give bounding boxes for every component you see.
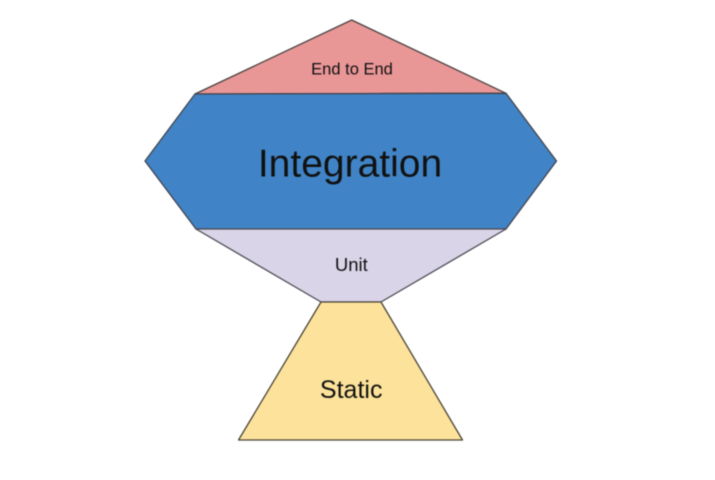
svg-text:Integration: Integration [258, 142, 442, 185]
svg-text:Unit: Unit [335, 254, 368, 275]
svg-text:End to End: End to End [311, 61, 393, 79]
svg-text:Static: Static [320, 376, 383, 404]
